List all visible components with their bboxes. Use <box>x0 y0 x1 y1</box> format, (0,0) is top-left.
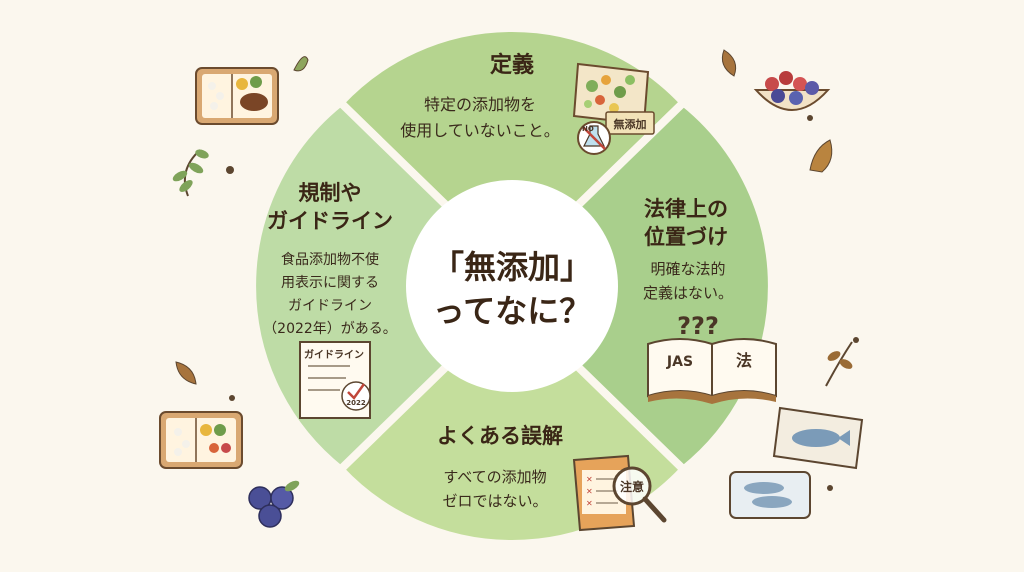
svg-text:✕: ✕ <box>586 487 593 496</box>
leaf-sprig-icon <box>172 149 209 197</box>
segment-right-body-2: 定義はない。 <box>643 284 733 302</box>
segment-left-body-1: 食品添加物不使 <box>281 251 379 268</box>
fish-tray-icon <box>729 471 811 519</box>
center-title-line2: ってなに？ <box>433 292 591 330</box>
no-additive-tag-label: 無添加 <box>614 117 647 131</box>
no-sign-label: NO <box>582 125 594 133</box>
law-book-icon: JAS 法 <box>647 338 777 404</box>
segment-bottom-body-2: ゼロではない。 <box>442 492 547 510</box>
segment-right-title-2: 位置づけ <box>644 225 728 249</box>
blueberries-icon <box>248 480 300 528</box>
berry-bowl-icon <box>753 71 831 111</box>
leaf-icon <box>293 56 309 72</box>
center-title-line1: 「無添加」 <box>432 248 592 286</box>
segment-bottom-body-1: すべての添加物 <box>443 468 546 486</box>
caution-badge-label: 注意 <box>620 479 644 494</box>
book-left-label: JAS <box>666 354 693 370</box>
segment-left-body-4: （2022年）がある。 <box>263 321 397 337</box>
dot-decoration <box>229 395 235 401</box>
guideline-doc-label: ガイドライン <box>304 348 364 361</box>
book-right-label: 法 <box>736 351 752 370</box>
fish-pack-icon <box>772 406 864 470</box>
dot-decoration <box>226 166 234 174</box>
segment-left-title-2: ガイドライン <box>267 209 393 233</box>
leaf-icon <box>721 49 737 77</box>
question-marks-icon: ??? <box>677 312 719 340</box>
bento-box-icon <box>195 67 279 125</box>
segment-right-title-1: 法律上の <box>644 197 728 221</box>
berry-sprig-icon <box>825 337 859 387</box>
segment-top-body-1: 特定の添加物を <box>424 95 536 114</box>
segment-top-title: 定義 <box>490 52 534 78</box>
segment-bottom-title: よくある誤解 <box>437 424 563 448</box>
segment-left-body-2: 用表示に関する <box>281 275 379 291</box>
svg-text:✕: ✕ <box>586 499 593 508</box>
segment-top-body-2: 使用していないこと。 <box>400 121 560 140</box>
segment-left-title-1: 規制や <box>299 181 362 205</box>
dot-decoration <box>807 115 813 121</box>
guideline-document-icon: ガイドライン 2022 <box>299 341 371 419</box>
segment-right-body-1: 明確な法的 <box>650 260 725 278</box>
no-chemical-sign-icon: NO <box>577 121 611 155</box>
magnifier-icon: 注意 <box>612 466 667 523</box>
oak-leaf-icon <box>809 139 833 173</box>
segment-left-body-3: ガイドライン <box>288 298 372 314</box>
frozen-vegetable-pack-icon: 無添加 <box>572 62 655 135</box>
center-circle <box>406 180 618 392</box>
dot-decoration <box>827 485 833 491</box>
bento-box-icon <box>159 411 243 469</box>
svg-text:✕: ✕ <box>586 475 593 484</box>
leaf-icon <box>175 361 197 385</box>
guideline-year-label: 2022 <box>346 399 366 407</box>
